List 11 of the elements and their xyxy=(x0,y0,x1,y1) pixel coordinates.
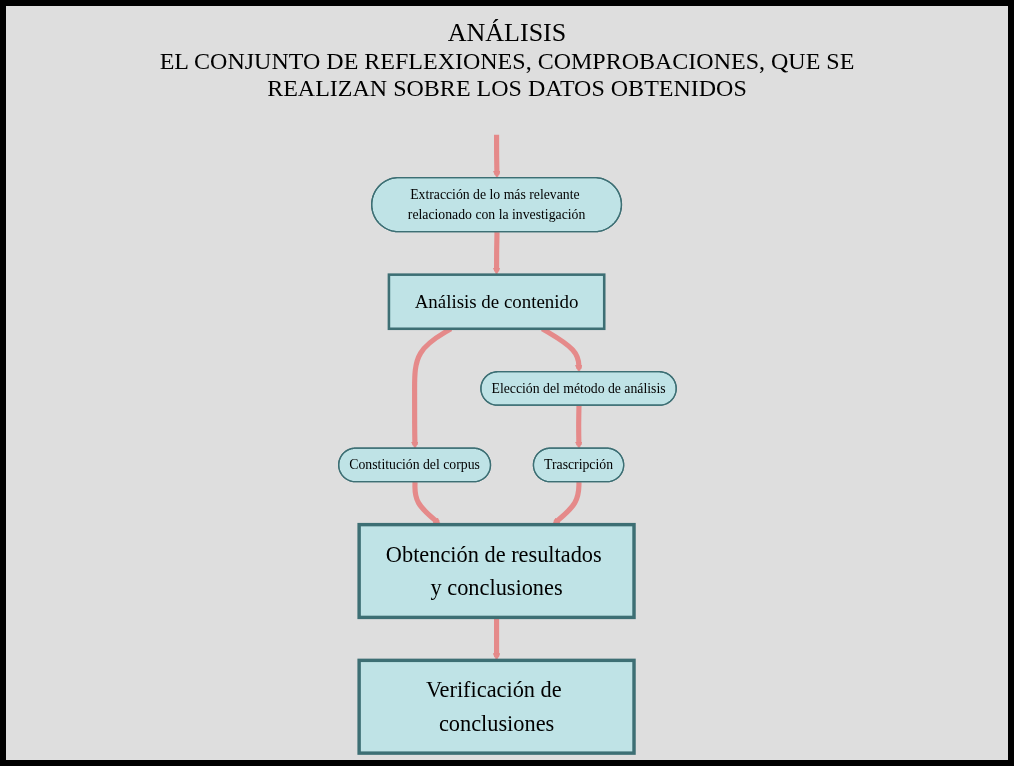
arrow xyxy=(411,482,441,525)
node-box: Obtención de resultados y conclusiones xyxy=(356,522,636,620)
arrow xyxy=(492,232,500,275)
arrow xyxy=(574,405,583,449)
arrow xyxy=(551,482,582,525)
arrow xyxy=(492,617,500,661)
arrow xyxy=(492,134,501,179)
node-box: Verificación de conclusiones xyxy=(356,658,636,755)
title: ANÁLISIS xyxy=(447,18,567,48)
node-box: Análisis de contenido xyxy=(387,273,606,331)
subtitle-text: EL CONJUNTO DE REFLEXIONES, COMPROBACIONES, QUE SE REALIZAN SOBRE LOS DATOS OBTENIDOS xyxy=(158,48,856,102)
